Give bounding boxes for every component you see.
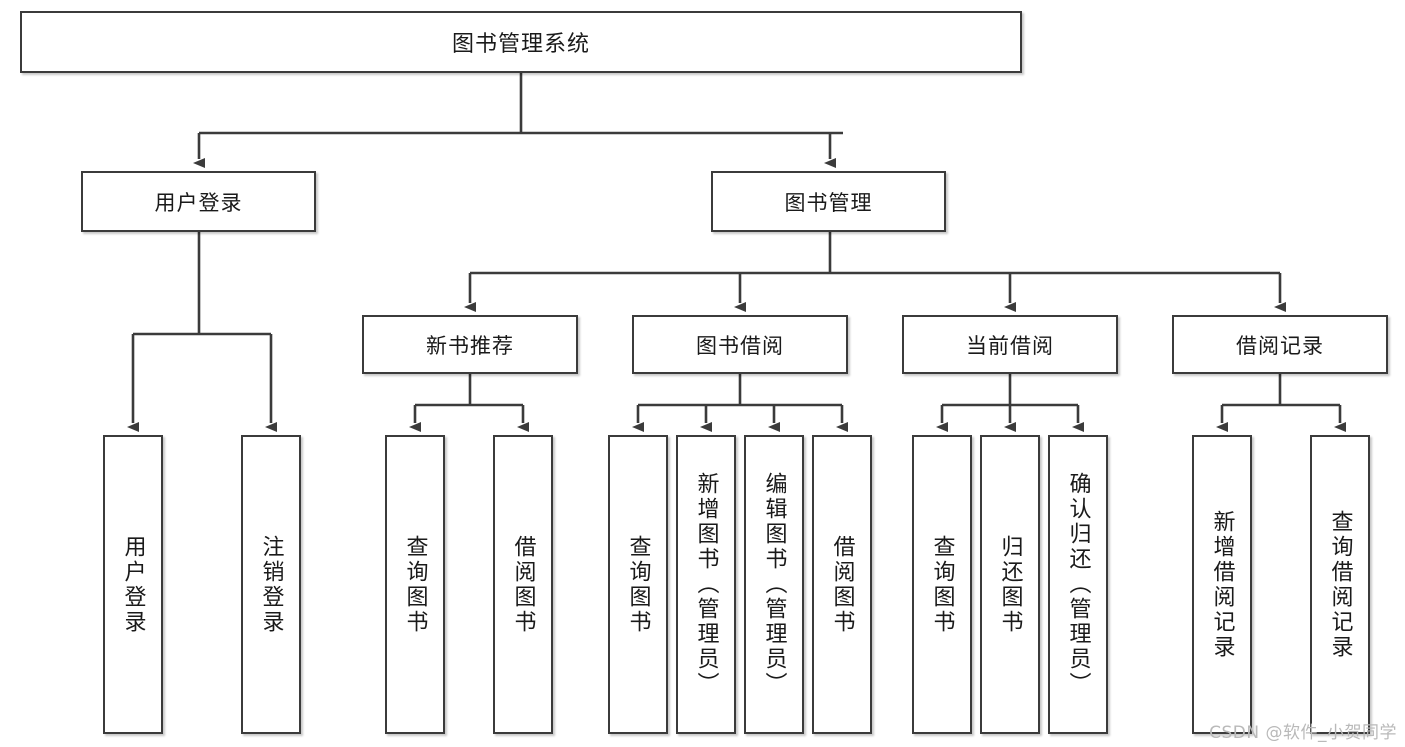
leaf-borrow-book-label: 借阅图书 — [829, 534, 855, 635]
leaf-add-book-admin[interactable]: 新增图书（管理员） — [676, 435, 736, 734]
leaf-query-book-recommend-label: 查询图书 — [402, 534, 428, 635]
node-borrow-record-label: 借阅记录 — [1236, 333, 1324, 358]
leaf-query-borrow-record[interactable]: 查询借阅记录 — [1310, 435, 1370, 734]
leaf-confirm-return-admin[interactable]: 确认归还（管理员） — [1048, 435, 1108, 734]
node-user-login-label: 用户登录 — [154, 190, 243, 215]
leaf-borrow-book-recommend[interactable]: 借阅图书 — [493, 435, 553, 734]
leaf-query-book-borrow-label: 查询图书 — [625, 534, 651, 635]
leaf-edit-book-admin[interactable]: 编辑图书（管理员） — [744, 435, 804, 734]
leaf-query-book-current[interactable]: 查询图书 — [912, 435, 972, 734]
node-current-borrow-label: 当前借阅 — [966, 333, 1054, 358]
node-new-book-recommend[interactable]: 新书推荐 — [362, 315, 578, 374]
node-current-borrow[interactable]: 当前借阅 — [902, 315, 1118, 374]
node-book-management-label: 图书管理 — [784, 190, 873, 215]
node-root-label: 图书管理系统 — [451, 32, 590, 57]
node-user-login[interactable]: 用户登录 — [81, 171, 316, 232]
node-new-book-recommend-label: 新书推荐 — [426, 333, 514, 358]
leaf-add-borrow-record-label: 新增借阅记录 — [1209, 509, 1235, 660]
leaf-user-login-label: 用户登录 — [120, 534, 146, 635]
leaf-logout[interactable]: 注销登录 — [241, 435, 301, 734]
leaf-user-login[interactable]: 用户登录 — [103, 435, 163, 734]
leaf-return-book[interactable]: 归还图书 — [980, 435, 1040, 734]
node-borrow-record[interactable]: 借阅记录 — [1172, 315, 1388, 374]
leaf-borrow-book-recommend-label: 借阅图书 — [510, 534, 536, 635]
csdn-watermark: CSDN @软件_小贺同学 — [1209, 723, 1397, 743]
leaf-borrow-book[interactable]: 借阅图书 — [812, 435, 872, 734]
leaf-query-book-current-label: 查询图书 — [929, 534, 955, 635]
leaf-logout-label: 注销登录 — [258, 534, 284, 635]
leaf-confirm-return-admin-label: 确认归还（管理员） — [1065, 472, 1091, 697]
leaf-query-borrow-record-label: 查询借阅记录 — [1327, 509, 1353, 660]
leaf-return-book-label: 归还图书 — [997, 534, 1023, 635]
leaf-query-book-recommend[interactable]: 查询图书 — [385, 435, 445, 734]
leaf-query-book-borrow[interactable]: 查询图书 — [608, 435, 668, 734]
leaf-edit-book-admin-label: 编辑图书（管理员） — [761, 472, 787, 697]
leaf-add-book-admin-label: 新增图书（管理员） — [693, 472, 719, 697]
leaf-add-borrow-record[interactable]: 新增借阅记录 — [1192, 435, 1252, 734]
node-book-borrow-label: 图书借阅 — [696, 333, 784, 358]
node-book-borrow[interactable]: 图书借阅 — [632, 315, 848, 374]
node-book-management[interactable]: 图书管理 — [711, 171, 946, 232]
node-root[interactable]: 图书管理系统 — [20, 11, 1022, 73]
